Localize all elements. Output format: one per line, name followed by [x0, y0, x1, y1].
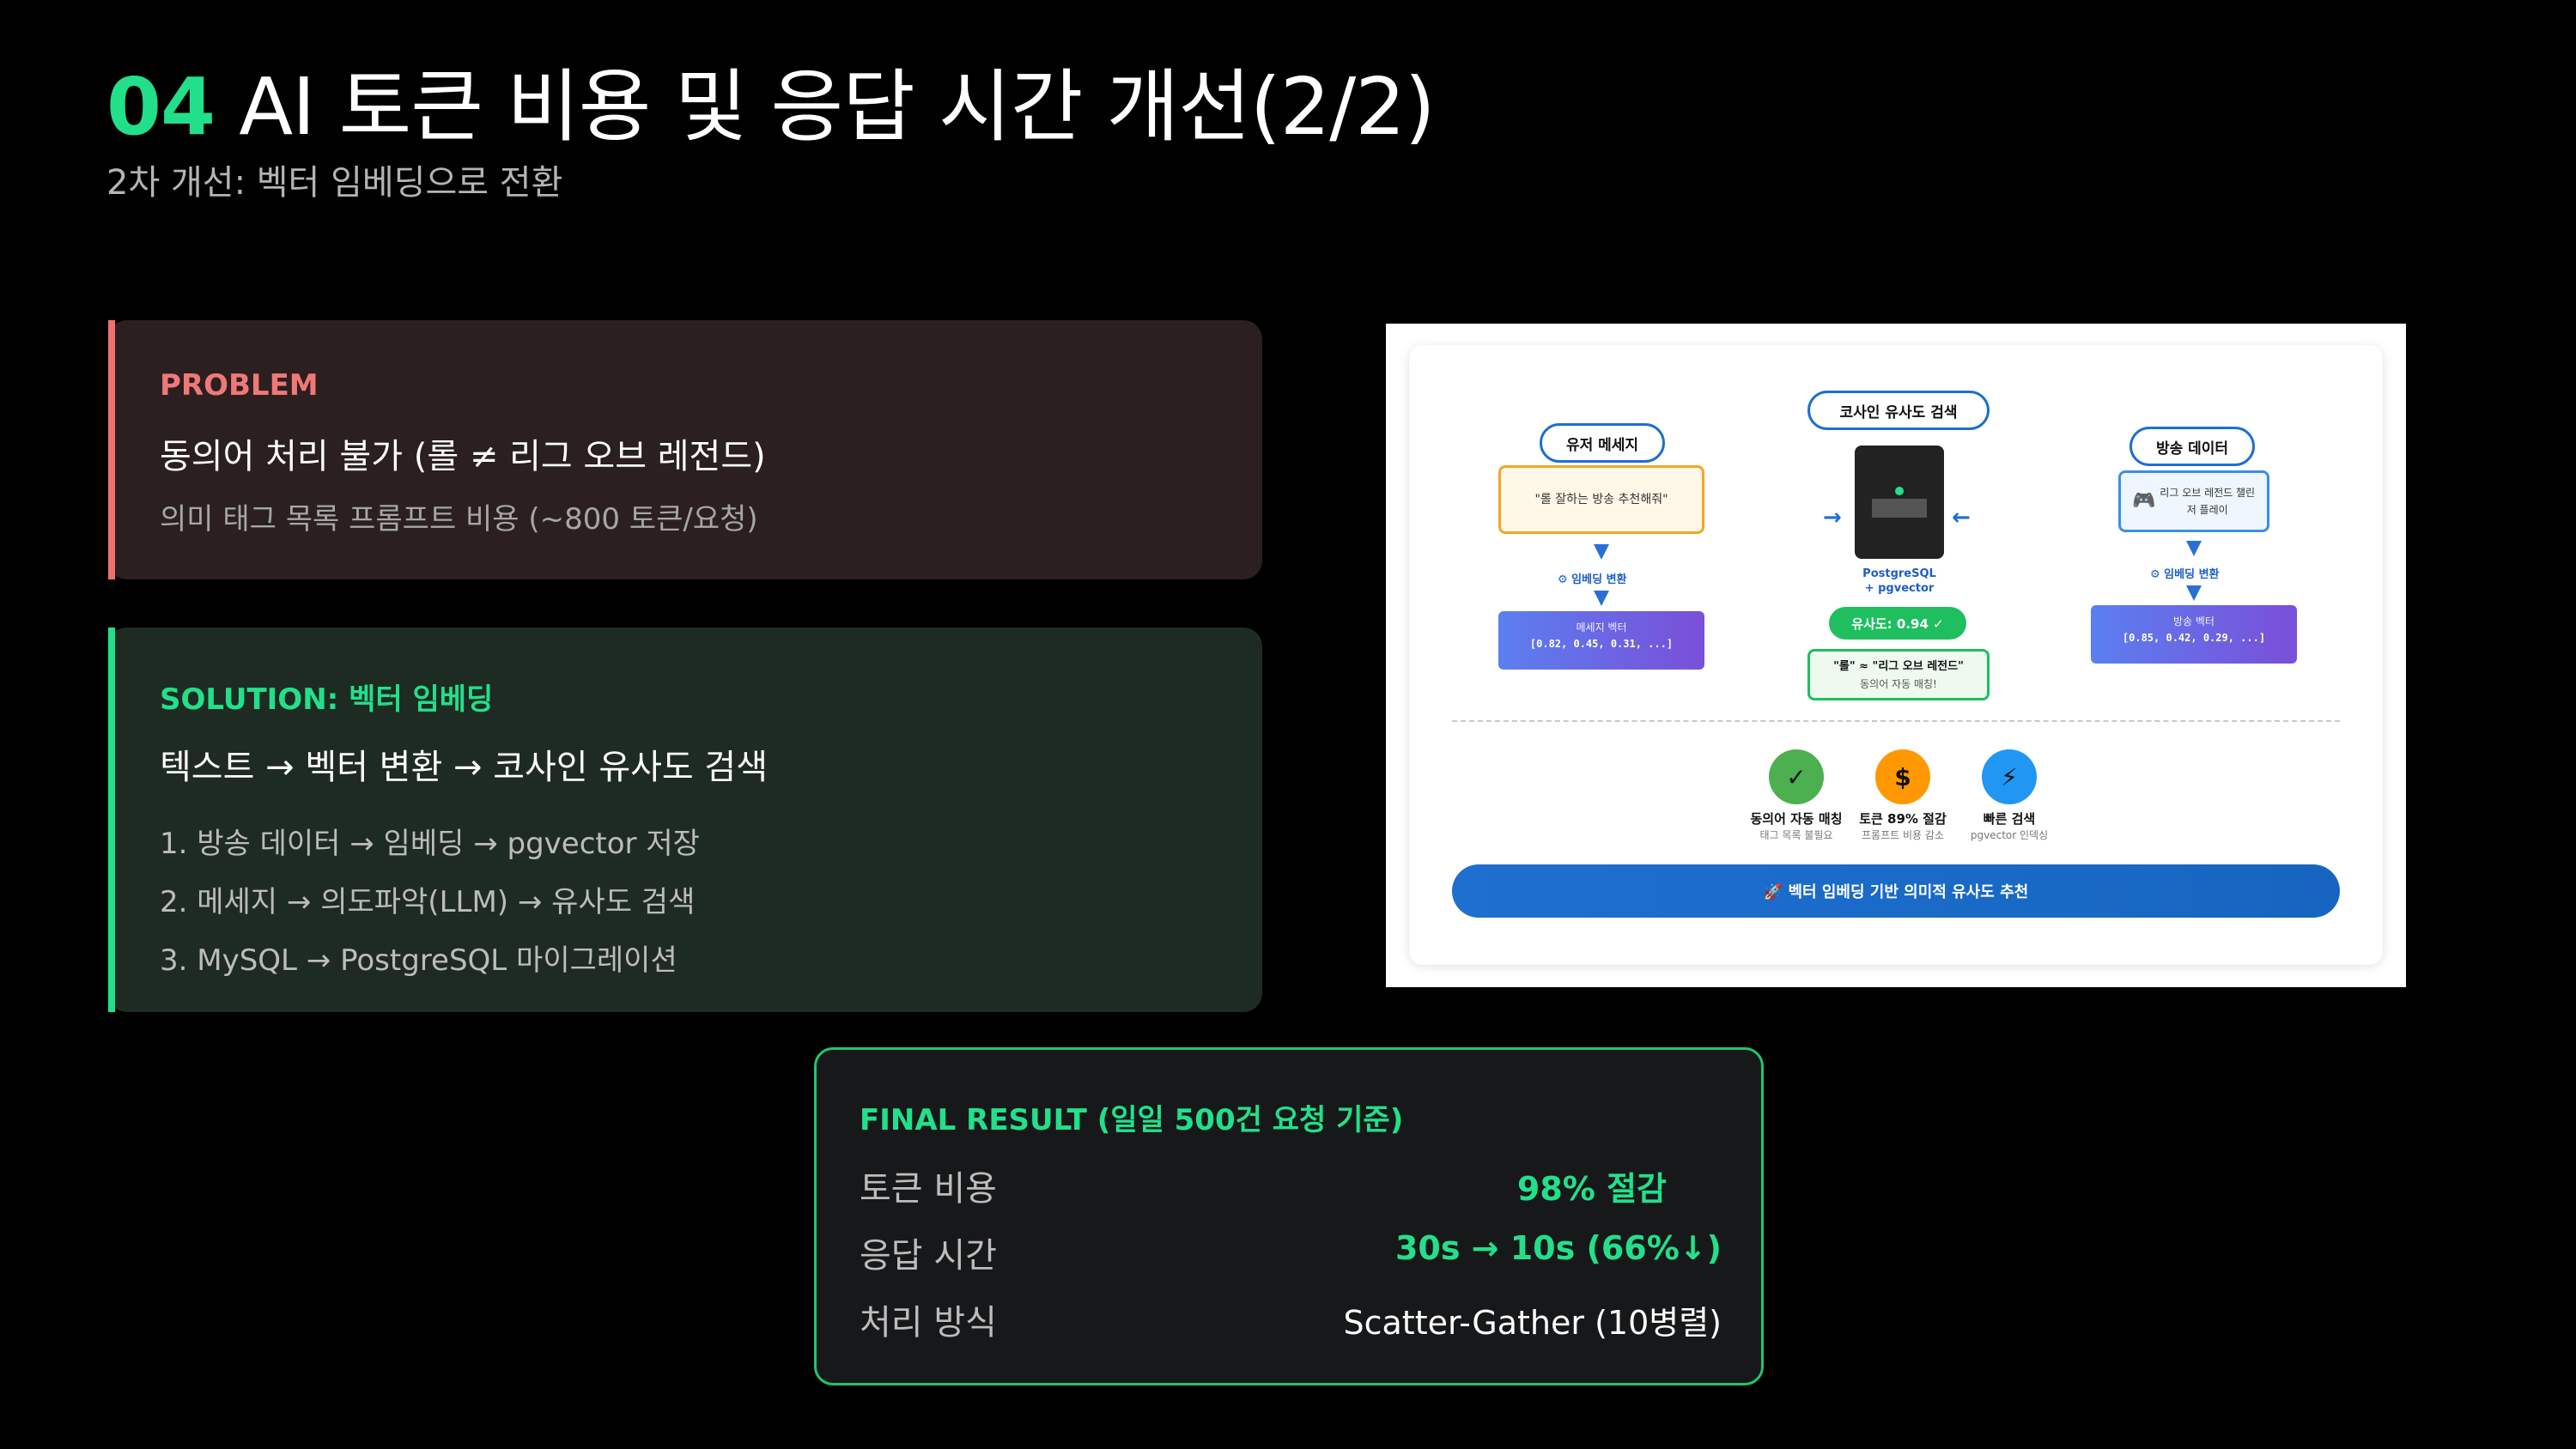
arrow-down-icon: [1594, 591, 1609, 606]
user-embed-step: ⚙ 임베딩 변환: [1558, 573, 1627, 586]
arrow-left-icon: ←: [1952, 505, 1971, 530]
synonym-match-note: 동의어 자동 매칭!: [1860, 678, 1937, 690]
result-value: 98% 절감: [1516, 1170, 1667, 1208]
result-label: FINAL RESULT (일일 500건 요청 기준): [860, 1103, 1404, 1137]
database-label: PostgreSQL + pgvector: [1838, 567, 1960, 596]
final-result-card: FINAL RESULT (일일 500건 요청 기준) 토큰 비용 98% 절…: [814, 1047, 1764, 1385]
result-row-token-cost: 토큰 비용 98% 절감: [860, 1161, 1722, 1212]
broadcast-data-box: 🎮 리그 오브 레전드 챌린저 플레이: [2118, 470, 2269, 532]
title-text: AI 토큰 비용 및 응답 시간 개선(2/2): [239, 61, 1435, 153]
solution-accent-bar: [108, 627, 115, 1012]
similarity-badge: 유사도: 0.94 ✓: [1829, 607, 1966, 640]
data-vector-box: 방송 벡터 [0.85, 0.42, 0.29, ...]: [2091, 605, 2297, 664]
solution-step: 1. 방송 데이터 → 임베딩 → pgvector 저장: [160, 827, 700, 861]
data-embed-step: ⚙ 임베딩 변환: [2150, 568, 2220, 581]
problem-label: PROBLEM: [160, 368, 319, 403]
user-message-pill: 유저 메세지: [1540, 423, 1665, 463]
solution-step: 2. 메세지 → 의도파악(LLM) → 유사도 검색: [160, 885, 696, 919]
feature-token: $ 토큰 89% 절감 프롬프트 비용 감소: [1847, 749, 1959, 842]
user-message-box: "롤 잘하는 방송 추천해줘": [1498, 465, 1704, 534]
feature-subtitle: 태그 목록 불필요: [1759, 829, 1833, 841]
arrow-down-icon: [2186, 585, 2202, 601]
solution-steps: 1. 방송 데이터 → 임베딩 → pgvector 저장 2. 메세지 → 의…: [160, 815, 700, 990]
feature-title: 동의어 자동 매칭: [1750, 811, 1843, 827]
feature-title: 빠른 검색: [1983, 811, 2036, 827]
broadcast-data-pill: 방송 데이터: [2129, 427, 2255, 466]
solution-step: 3. MySQL → PostgreSQL 마이그레이션: [160, 943, 677, 978]
arrow-down-icon: [1594, 544, 1609, 560]
diagram-panel: 유저 메세지 "롤 잘하는 방송 추천해줘" ⚙ 임베딩 변환 메세지 벡터 […: [1409, 345, 2383, 965]
divider: [1452, 720, 2340, 722]
result-key: 토큰 비용: [860, 1169, 997, 1209]
result-value: Scatter-Gather (10병렬): [1343, 1304, 1722, 1342]
vector-embedding-diagram: 유저 메세지 "롤 잘하는 방송 추천해줘" ⚙ 임베딩 변환 메세지 벡터 […: [1386, 324, 2406, 987]
result-row-response-time: 응답 시간 30s → 10s (66%↓): [860, 1228, 1722, 1279]
problem-detail: 의미 태그 목록 프롬프트 비용 (~800 토큰/요청): [160, 502, 758, 537]
result-value: 30s → 10s (66%↓): [1394, 1229, 1722, 1267]
synonym-match-box: "롤" ≈ "리그 오브 레전드" 동의어 자동 매칭!: [1807, 649, 1990, 700]
solution-card: SOLUTION: 벡터 임베딩 텍스트 → 벡터 변환 → 코사인 유사도 검…: [108, 627, 1262, 1012]
check-icon: ✓: [1769, 749, 1824, 804]
solution-headline: 텍스트 → 벡터 변환 → 코사인 유사도 검색: [160, 748, 769, 787]
server-led-icon: [1895, 487, 1904, 495]
feature-subtitle: pgvector 인덱싱: [1970, 829, 2049, 841]
solution-label: SOLUTION: 벡터 임베딩: [160, 682, 494, 717]
database-name: PostgreSQL: [1862, 567, 1936, 580]
database-server-icon: [1855, 446, 1944, 559]
feature-title: 토큰 89% 절감: [1859, 811, 1947, 827]
synonym-match-text: "롤" ≈ "리그 오브 레전드": [1833, 660, 1964, 673]
result-key: 처리 방식: [860, 1303, 997, 1343]
arrow-right-icon: →: [1823, 505, 1842, 530]
slide-subtitle: 2차 개선: 벡터 임베딩으로 전환: [106, 163, 563, 203]
database-extension: + pgvector: [1864, 582, 1935, 595]
result-row-processing: 처리 방식 Scatter-Gather (10병렬): [860, 1294, 1722, 1346]
problem-accent-bar: [108, 320, 115, 579]
user-vector-box: 메세지 벡터 [0.82, 0.45, 0.31, ...]: [1498, 611, 1704, 670]
cosine-search-pill: 코사인 유사도 검색: [1807, 391, 1990, 430]
feature-synonym: ✓ 동의어 자동 매칭 태그 목록 불필요: [1741, 749, 1852, 842]
problem-card: PROBLEM 동의어 처리 불가 (롤 ≠ 리그 오브 레전드) 의미 태그 …: [108, 320, 1262, 579]
gamepad-icon: 🎮: [2132, 490, 2156, 512]
broadcast-data-text: 리그 오브 레전드 챌린저 플레이: [2160, 487, 2256, 516]
result-key: 응답 시간: [860, 1236, 997, 1276]
money-bag-icon: $: [1875, 749, 1930, 804]
data-vector-values: [0.85, 0.42, 0.29, ...]: [2122, 632, 2266, 644]
recommendation-banner: 🚀 벡터 임베딩 기반 의미적 유사도 추천: [1452, 864, 2340, 918]
data-vector-label: 방송 벡터: [2173, 615, 2215, 627]
feature-subtitle: 프롬프트 비용 감소: [1862, 829, 1944, 841]
lightning-icon: ⚡: [1982, 749, 2037, 804]
server-slot-icon: [1872, 499, 1927, 518]
user-vector-values: [0.82, 0.45, 0.31, ...]: [1529, 638, 1674, 650]
section-number: 04: [106, 61, 216, 153]
slide-title: 04 AI 토큰 비용 및 응답 시간 개선(2/2): [106, 43, 1436, 157]
user-vector-label: 메세지 벡터: [1576, 621, 1627, 634]
problem-headline: 동의어 처리 불가 (롤 ≠ 리그 오브 레전드): [160, 437, 766, 476]
feature-fast-search: ⚡ 빠른 검색 pgvector 인덱싱: [1953, 749, 2065, 842]
arrow-down-icon: [2186, 541, 2202, 556]
